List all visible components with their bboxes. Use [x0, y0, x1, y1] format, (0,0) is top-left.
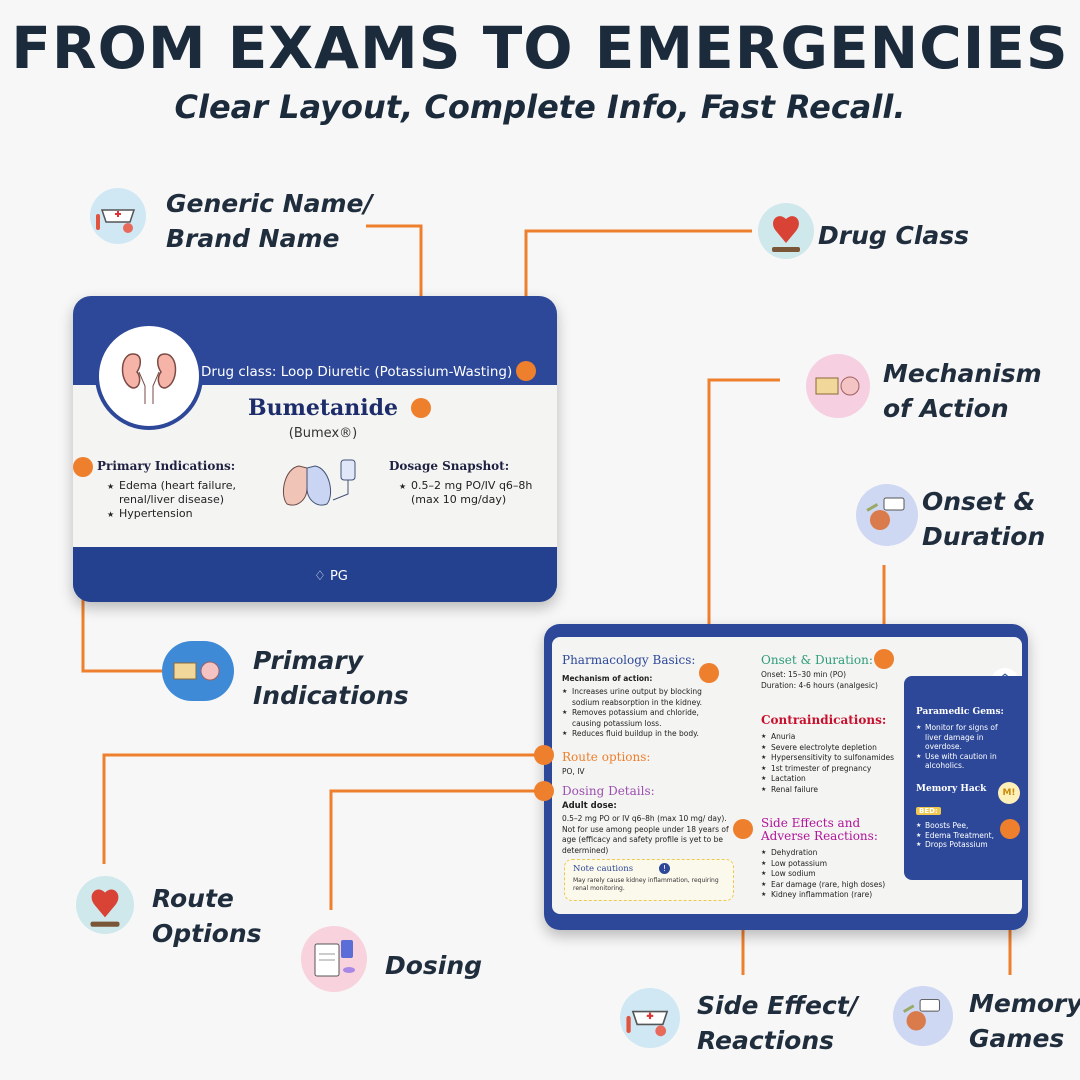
- callout-generic-name: Generic Name/Brand Name: [166, 189, 373, 253]
- dot-memory: [1000, 819, 1020, 839]
- pharmacology-heading: Pharmacology Basics:: [562, 653, 696, 667]
- callout-drug-class: Drug Class: [818, 221, 970, 250]
- list-item: Renal failure: [761, 785, 906, 796]
- brand-logo: ♢ PG: [73, 569, 557, 584]
- prescription-pills-icon: [301, 926, 367, 992]
- note-title: Note cautions: [573, 864, 634, 874]
- line-dosing: [329, 789, 544, 910]
- dosing-heading: Dosing Details:: [562, 784, 655, 798]
- ambulance-bear-icon: [893, 986, 953, 1046]
- callout-dosing: Dosing: [385, 951, 483, 980]
- list-item: Hypertension: [107, 507, 247, 522]
- page-title: FROM EXAMS TO EMERGENCIES: [11, 14, 1069, 82]
- onset-text: Onset: 15–30 min (PO): [761, 670, 847, 679]
- list-item: Edema (heart failure, renal/liver diseas…: [107, 479, 247, 507]
- heart-runner-icon: [76, 876, 134, 934]
- onset-heading: Onset & Duration:: [761, 653, 873, 667]
- adult-dose-label: Adult dose:: [562, 801, 617, 811]
- info-icon: !: [659, 863, 670, 874]
- brand-name: (Bumex®): [288, 426, 358, 441]
- brain-book-icon: [806, 354, 870, 418]
- list-item: Monitor for signs of liver damage in ove…: [916, 723, 1016, 752]
- list-item: Increases urine output by blocking sodiu…: [562, 687, 722, 708]
- list-item: Removes potassium and chloride, causing …: [562, 708, 722, 729]
- page-subtitle: Clear Layout, Complete Info, Fast Recall…: [174, 88, 906, 126]
- memory-hack-list: Boosts Pee, Edema Treatment, Drops Potas…: [916, 821, 1016, 850]
- drug-class-label: Drug class: Loop Diuretic (Potassium-Was…: [201, 364, 513, 380]
- drug-card-back: Pharmacology Basics: Mechanism of action…: [544, 624, 1028, 930]
- list-item: Drops Potassium: [916, 840, 1016, 850]
- kidneys-icon: [95, 322, 203, 430]
- list-item: Edema Treatment,: [916, 831, 1016, 841]
- line-route: [102, 753, 544, 864]
- list-item: Anuria: [761, 732, 906, 743]
- gem-icon: ♢: [314, 569, 326, 584]
- gems-heading: Paramedic Gems:: [916, 707, 1004, 717]
- moa-list: Increases urine output by blocking sodiu…: [562, 687, 722, 740]
- list-item: Lactation: [761, 774, 906, 785]
- gems-list: Monitor for signs of liver damage in ove…: [916, 723, 1016, 771]
- logo-text: PG: [329, 569, 348, 584]
- card-footer: [73, 547, 557, 602]
- paramedic-gems-panel: Paramedic Gems: Monitor for signs of liv…: [904, 676, 1026, 880]
- list-item: Severe electrolyte depletion: [761, 743, 906, 754]
- dosage-snapshot-list: 0.5–2 mg PO/IV q6–8h (max 10 mg/day): [399, 479, 549, 507]
- route-value: PO, IV: [562, 767, 585, 776]
- brain-book-icon: [162, 641, 234, 701]
- list-item: Ear damage (rare, high doses): [761, 880, 906, 891]
- dot-primary: [73, 457, 93, 477]
- dosage-snapshot-heading: Dosage Snapshot:: [389, 459, 510, 473]
- list-item: Kidney inflammation (rare): [761, 890, 906, 901]
- drug-card-front: Drug class: Loop Diuretic (Potassium-Was…: [73, 296, 557, 602]
- dot-dosing: [534, 781, 554, 801]
- dot-route: [534, 745, 554, 765]
- dot-side-effect: [733, 819, 753, 839]
- drug-name: Bumetanide: [247, 395, 398, 421]
- list-item: Low sodium: [761, 869, 906, 880]
- dot-mechanism: [699, 663, 719, 683]
- list-item: Reduces fluid buildup in the body.: [562, 729, 722, 740]
- primary-indications-heading: Primary Indications:: [97, 459, 236, 473]
- dot-drug-class: [516, 361, 536, 381]
- list-item: Low potassium: [761, 859, 906, 870]
- ambulance-bear-icon: [856, 484, 918, 546]
- nurse-cap-icon: [90, 188, 146, 244]
- dot-onset: [874, 649, 894, 669]
- list-item: 0.5–2 mg PO/IV q6–8h (max 10 mg/day): [399, 479, 549, 507]
- contraindications-list: Anuria Severe electrolyte depletion Hype…: [761, 732, 906, 795]
- list-item: Boosts Pee,: [916, 821, 1016, 831]
- memory-hack-label: BED:: [916, 807, 941, 815]
- note-cautions: Note cautions ! May rarely cause kidney …: [564, 859, 734, 901]
- dot-generic-name: [411, 398, 431, 418]
- memory-hack-badge: M!: [998, 782, 1020, 804]
- callout-side-effect: Side Effect/Reactions: [697, 991, 858, 1055]
- list-item: Dehydration: [761, 848, 906, 859]
- heart-runner-icon: [758, 203, 814, 259]
- list-item: 1st trimester of pregnancy: [761, 764, 906, 775]
- note-text: May rarely cause kidney inflammation, re…: [573, 877, 719, 892]
- nurse-cap-icon: [620, 988, 680, 1048]
- callout-onset: Onset &Duration: [922, 487, 1046, 551]
- adult-dose-text: 0.5–2 mg PO or IV q6–8h (max 10 mg/ day)…: [562, 814, 729, 855]
- list-item: Hypersensitivity to sulfonamides: [761, 753, 906, 764]
- side-effects-list: Dehydration Low potassium Low sodium Ear…: [761, 848, 906, 901]
- side-effects-heading: Side Effects and Adverse Reactions:: [761, 816, 878, 843]
- primary-indications-list: Edema (heart failure, renal/liver diseas…: [107, 479, 247, 522]
- list-item: Use with caution in alcoholics.: [916, 752, 1016, 771]
- moa-label: Mechanism of action:: [562, 674, 653, 683]
- contraindications-heading: Contraindications:: [761, 713, 887, 727]
- lungs-icon: [275, 454, 367, 514]
- route-heading: Route options:: [562, 750, 651, 764]
- memory-hack-heading: Memory Hack: [916, 784, 987, 794]
- duration-text: Duration: 4-6 hours (analgesic): [761, 681, 878, 690]
- line-mechanism: [707, 378, 780, 673]
